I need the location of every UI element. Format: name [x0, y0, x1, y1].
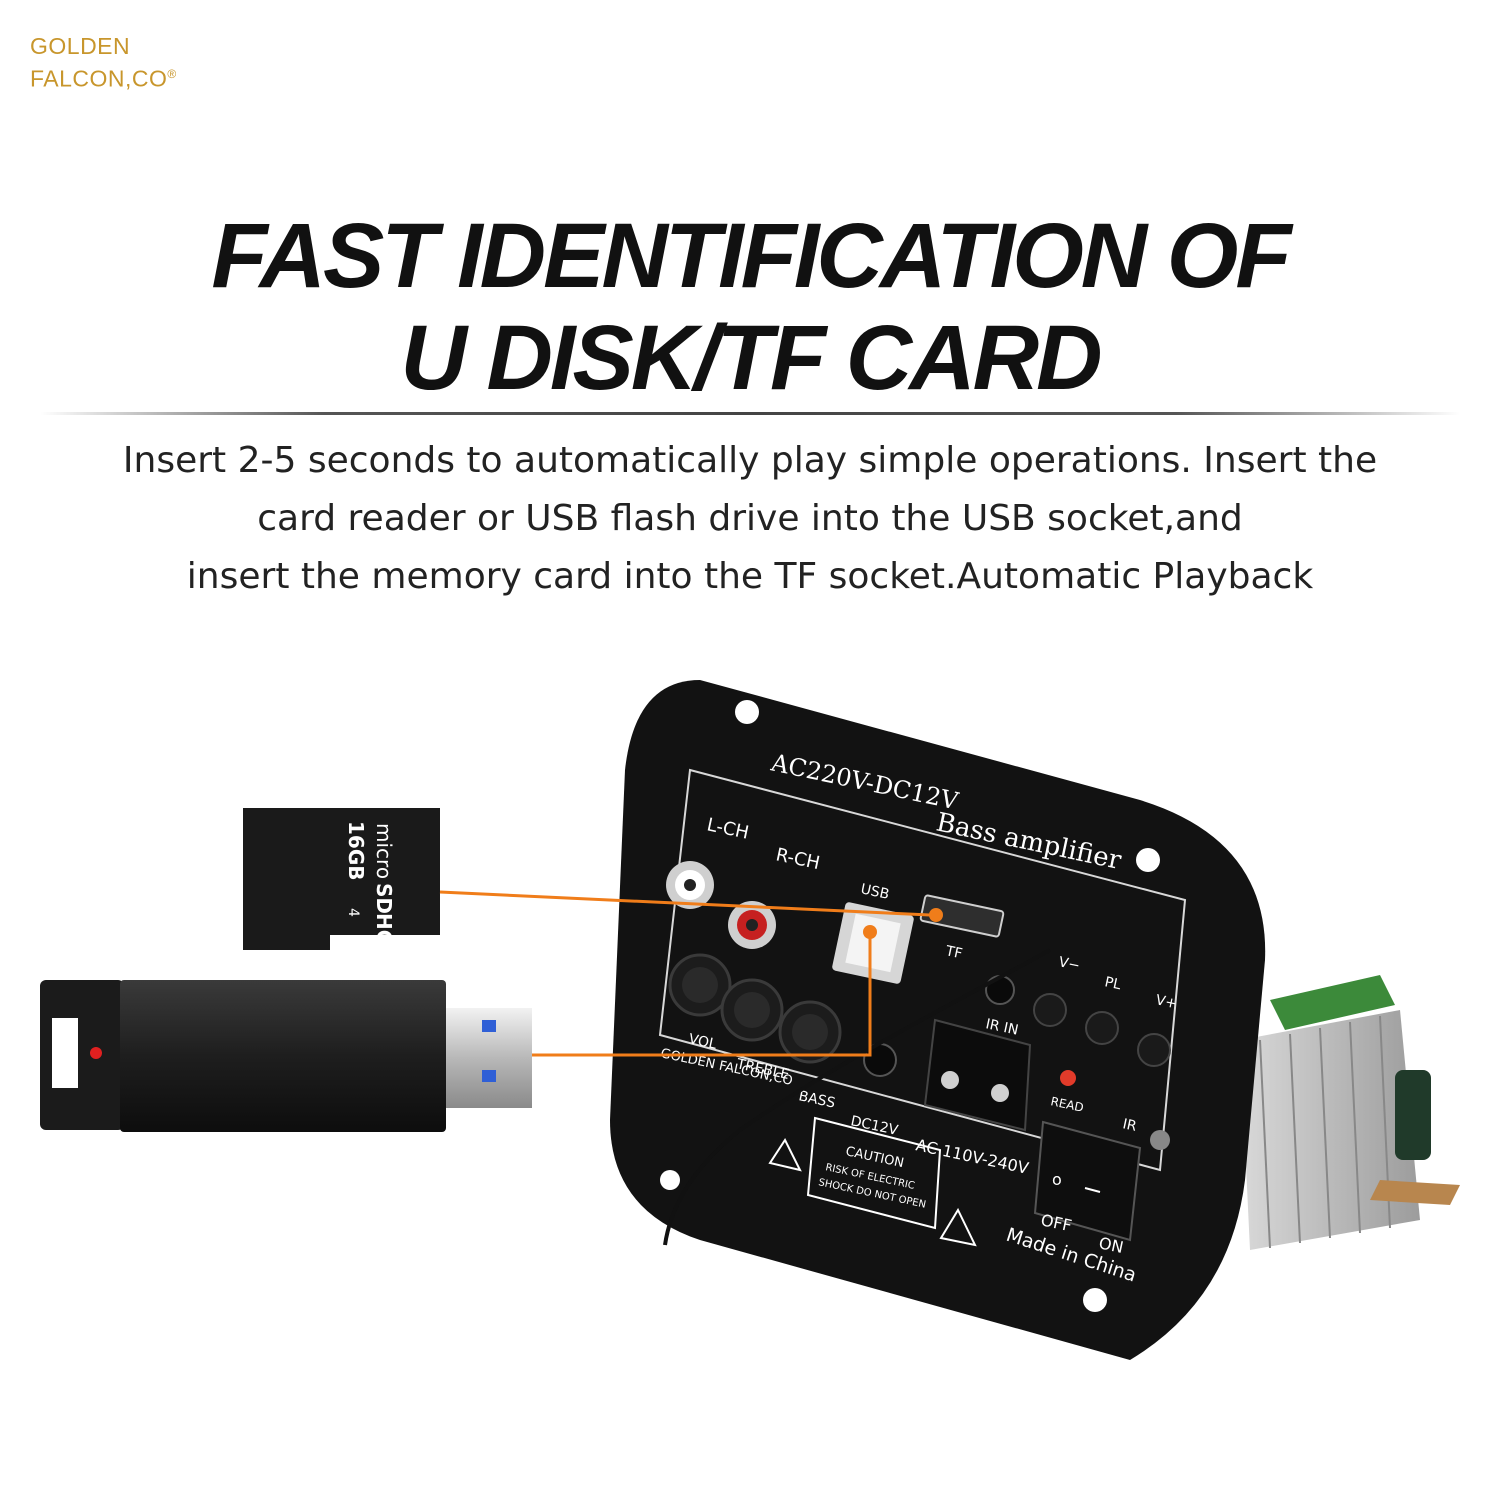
pcb-board [1270, 975, 1460, 1205]
warning-icon [939, 1207, 977, 1247]
ir-in-jack[interactable] [985, 975, 1015, 1005]
capacitor [1395, 1070, 1431, 1160]
usb-label: USB [859, 881, 890, 903]
headline: FAST IDENTIFICATION OF U DISK/TF CARD [0, 205, 1500, 409]
usb-callout-dot [863, 925, 877, 939]
vminus-label: V− [1057, 954, 1081, 974]
divider-rule [40, 412, 1460, 415]
rca-jack-left[interactable] [666, 861, 714, 909]
tf-slot[interactable] [919, 894, 1005, 938]
tf-label: TF [943, 943, 964, 962]
brand-line-2: FALCON,CO® [30, 65, 177, 92]
switch-off-mark: o [1052, 1170, 1062, 1189]
micro-sd-card[interactable]: micro SD HC 16GB 4 [243, 808, 440, 950]
usb-flash-drive[interactable] [40, 980, 532, 1132]
warning-icon [768, 1137, 802, 1172]
irin-label: IR IN [984, 1016, 1020, 1038]
sd-micro-label: micro [372, 823, 396, 879]
headline-line-2: U DISK/TF CARD [400, 307, 1102, 409]
prev-button[interactable] [1033, 993, 1067, 1027]
vol-label: VOL [687, 1031, 718, 1053]
read-led [1060, 1070, 1076, 1086]
usb-led [90, 1047, 102, 1059]
sd-hc-label: HC [372, 913, 396, 944]
next-button[interactable] [1137, 1033, 1171, 1067]
callout-lines [439, 890, 943, 1057]
bass-knob[interactable] [778, 1000, 842, 1064]
mount-hole [660, 1170, 680, 1190]
read-label: READ [1049, 1094, 1085, 1115]
bass-label: BASS [797, 1088, 837, 1111]
brand-line-1: GOLDEN [30, 33, 131, 59]
sd-capacity-label: 16GB [344, 821, 368, 881]
panel-outline [658, 768, 1187, 1172]
caution-box [806, 1116, 942, 1230]
switch-on-mark [1084, 1187, 1101, 1193]
mount-hole [735, 700, 759, 724]
sd-logo-label: SD [372, 883, 396, 914]
power-switch[interactable]: o [1033, 1120, 1142, 1242]
usb-port[interactable] [831, 901, 914, 984]
vplus-label: V+ [1154, 992, 1178, 1012]
description-line-3: insert the memory card into the TF socke… [186, 556, 1314, 597]
antenna-wire [663, 948, 1051, 1246]
ac-socket[interactable] [923, 1018, 1032, 1132]
sd-class-label: 4 [345, 908, 361, 917]
rca-jack-right[interactable] [728, 901, 776, 949]
vol-knob[interactable] [668, 953, 732, 1017]
tf-callout-dot [929, 908, 943, 922]
description-line-2: card reader or USB flash drive into the … [257, 498, 1243, 539]
heatsink [1240, 1010, 1420, 1250]
headline-line-1: FAST IDENTIFICATION OF [211, 205, 1291, 307]
tf-callout-line [439, 890, 931, 917]
screw [1150, 1130, 1170, 1150]
mount-hole [1083, 1288, 1107, 1312]
usb-window [52, 1018, 78, 1088]
description-line-1: Insert 2-5 seconds to automatically play… [122, 440, 1378, 481]
usb-callout-line [532, 935, 872, 1057]
ir-label: IR [1121, 1116, 1138, 1135]
brand-logo: GOLDEN FALCON,CO® [30, 32, 177, 93]
treble-knob[interactable] [720, 978, 784, 1042]
pl-label: PL [1103, 974, 1122, 993]
mount-hole [1136, 848, 1160, 872]
on-label: ON [1097, 1233, 1125, 1257]
description: Insert 2-5 seconds to automatically play… [40, 432, 1460, 606]
play-pause-button[interactable] [1085, 1011, 1119, 1045]
